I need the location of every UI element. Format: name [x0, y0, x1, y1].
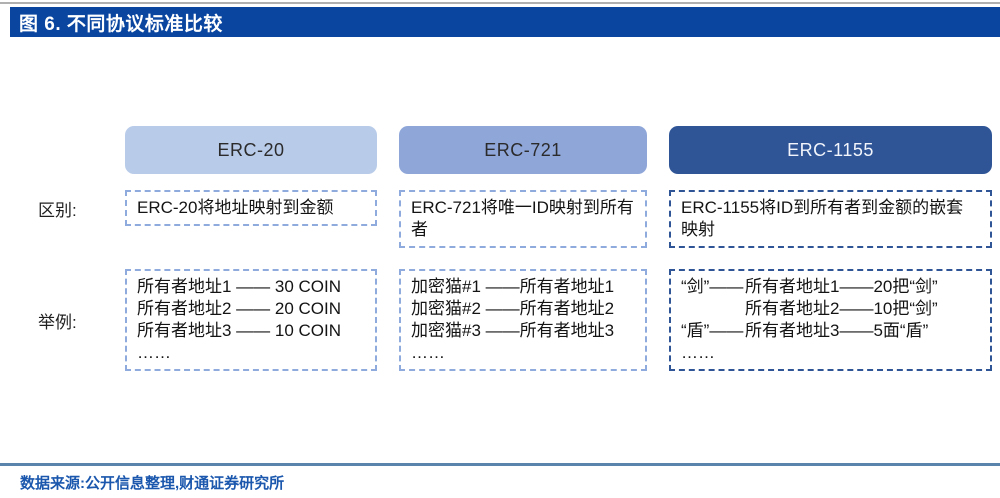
header-pill-erc721: ERC-721: [399, 126, 647, 174]
example-token-label: [681, 298, 745, 320]
example-mapping-row: “剑”—— 所有者地址1——20把“剑”: [681, 276, 980, 298]
example-line: 所有者地址3 —— 10 COIN: [137, 321, 342, 340]
difference-box-erc1155: ERC-1155将ID到所有者到金额的嵌套映射: [669, 190, 992, 248]
example-line: 加密猫#3 ——所有者地址3: [411, 321, 615, 340]
data-source-text: 数据来源:公开信息整理,财通证券研究所: [20, 475, 285, 492]
header-pill-erc20: ERC-20: [125, 126, 377, 174]
example-row: 举例: 所有者地址1 —— 30 COIN 所有者地址2 —— 20 COIN …: [38, 269, 1000, 371]
header-row: ERC-20 ERC-721 ERC-1155: [38, 126, 1000, 174]
example-mapping: 所有者地址1——20把“剑”: [745, 277, 938, 296]
example-token-label: “剑”——: [681, 277, 744, 296]
figure-title-bar: 图 6. 不同协议标准比较: [10, 7, 1000, 37]
example-mapping: 所有者地址2——10把“剑”: [745, 299, 938, 318]
figure-title: 图 6. 不同协议标准比较: [19, 13, 223, 35]
example-box-erc1155: “剑”—— 所有者地址1——20把“剑” 所有者地址2——10把“剑” “盾”—…: [669, 269, 992, 371]
figure-footer: 数据来源:公开信息整理,财通证券研究所: [0, 463, 1000, 493]
example-mapping: 所有者地址3——5面“盾”: [745, 321, 929, 340]
difference-row: 区别: ERC-20将地址映射到金额 ERC-721将唯一ID映射到所有者 ER…: [38, 190, 1000, 248]
example-box-erc20: 所有者地址1 —— 30 COIN 所有者地址2 —— 20 COIN 所有者地…: [125, 269, 377, 371]
header-pill-erc1155: ERC-1155: [669, 126, 992, 174]
example-line: ……: [411, 343, 445, 362]
example-line: 加密猫#2 ——所有者地址2: [411, 299, 615, 318]
example-line: 所有者地址2 —— 20 COIN: [137, 299, 342, 318]
example-token-label: “盾”——: [681, 321, 744, 340]
footer-divider: [0, 463, 1000, 466]
top-divider: [0, 2, 1000, 4]
difference-row-label: 区别:: [38, 201, 77, 220]
example-box-erc721: 加密猫#1 ——所有者地址1 加密猫#2 ——所有者地址2 加密猫#3 ——所有…: [399, 269, 647, 371]
example-row-label: 举例:: [38, 312, 77, 332]
example-line: ……: [137, 343, 171, 362]
example-ellipsis: ……: [681, 343, 715, 362]
example-mapping-row: 所有者地址2——10把“剑”: [681, 298, 980, 320]
example-line: 加密猫#1 ——所有者地址1: [411, 277, 615, 296]
difference-box-erc721: ERC-721将唯一ID映射到所有者: [399, 190, 647, 248]
example-mapping-row: “盾”—— 所有者地址3——5面“盾”: [681, 320, 980, 342]
difference-box-erc20: ERC-20将地址映射到金额: [125, 190, 377, 226]
example-line: 所有者地址1 —— 30 COIN: [137, 277, 342, 296]
